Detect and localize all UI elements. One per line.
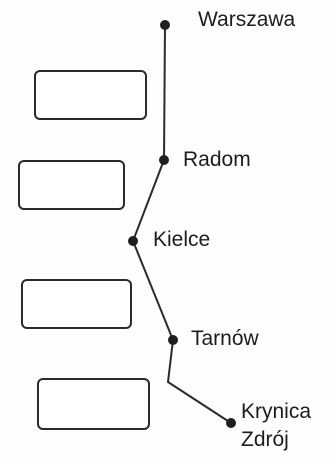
station-label-warszawa: Warszawa <box>198 8 296 31</box>
station-dot-krynica-zdroj <box>226 418 236 428</box>
station-label-krynica-zdroj: Krynica Zdrój <box>241 400 312 451</box>
distance-answer-box-4[interactable] <box>37 378 150 430</box>
route-line <box>132 24 232 424</box>
station-dot-radom <box>159 155 169 165</box>
station-dot-warszawa <box>160 20 170 30</box>
station-label-kielce: Kielce <box>153 228 211 251</box>
distance-answer-box-1[interactable] <box>34 70 147 120</box>
station-dot-tarnow <box>168 335 178 345</box>
station-dot-kielce <box>128 236 138 246</box>
station-label-radom: Radom <box>183 148 251 171</box>
distance-answer-box-2[interactable] <box>18 160 125 210</box>
station-label-tarnow: Tarnów <box>191 327 259 350</box>
distance-answer-box-3[interactable] <box>21 279 132 329</box>
